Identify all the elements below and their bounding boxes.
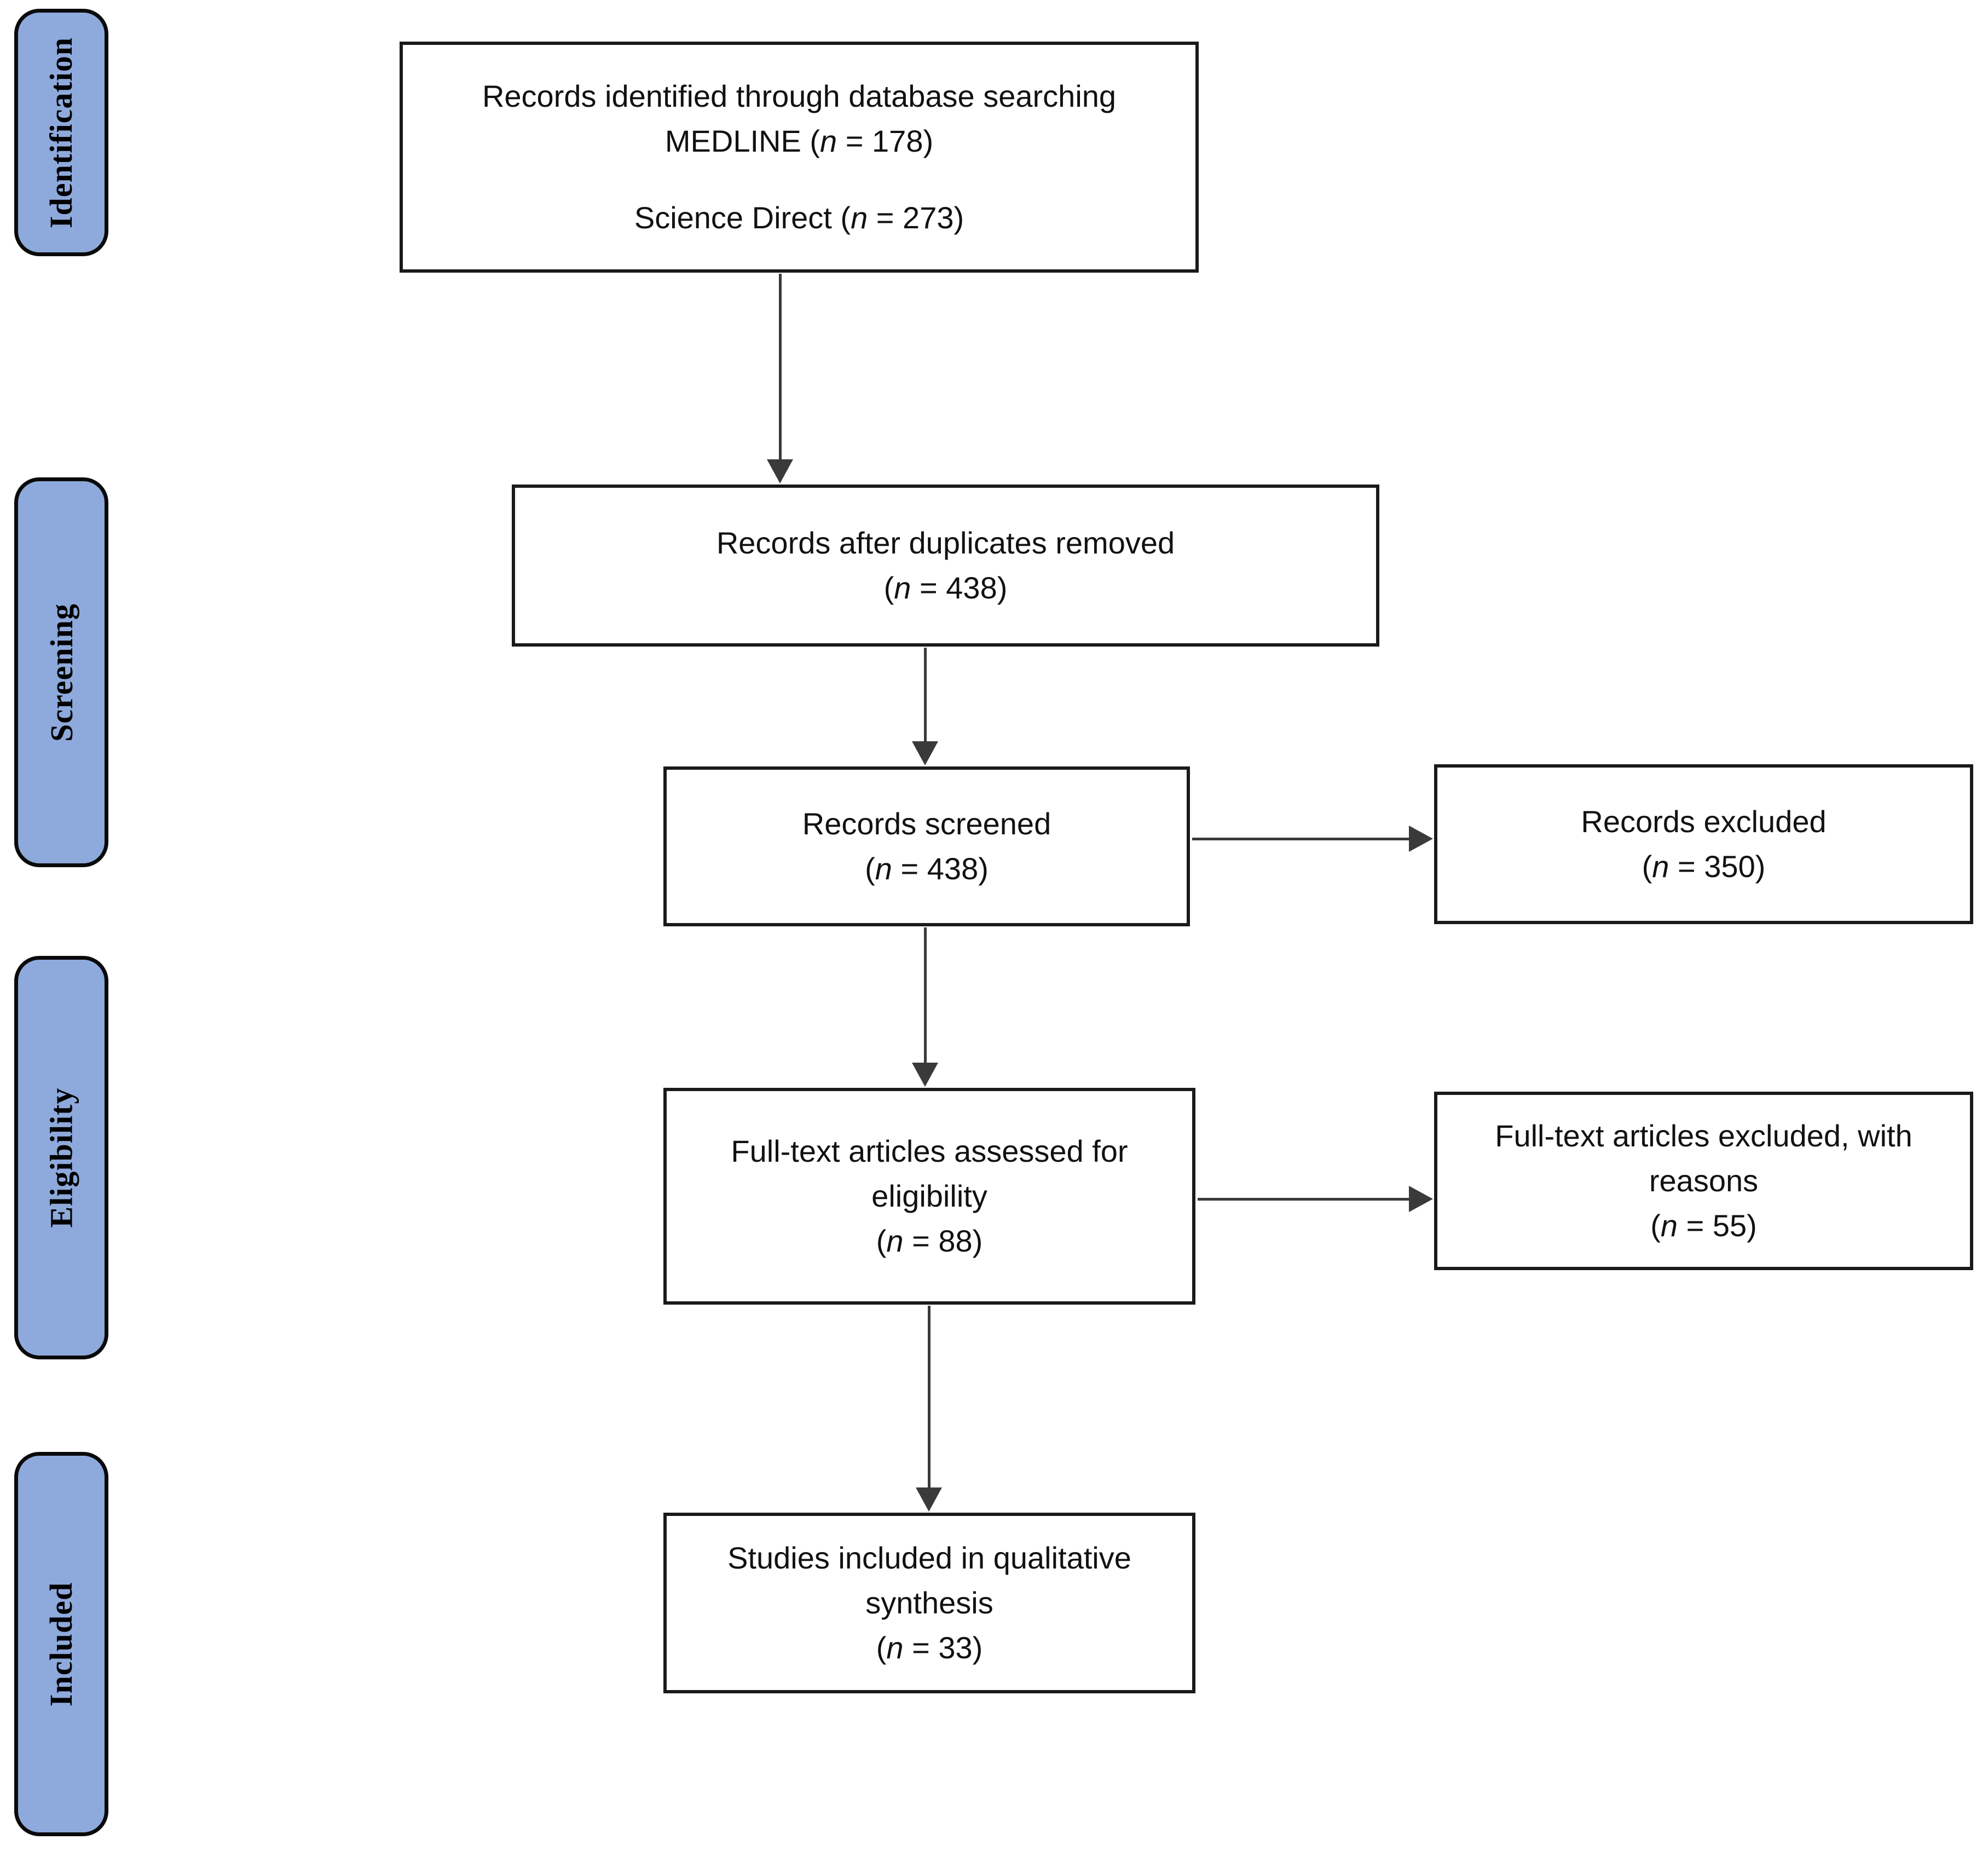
box-records-identified: Records identified through database sear… [400, 42, 1199, 273]
records-identified-title: Records identified through database sear… [482, 74, 1116, 119]
assessed-count-pre: ( [876, 1224, 887, 1258]
arrow-shaft [778, 274, 782, 459]
studies-included-count-line: (n = 33) [876, 1625, 983, 1670]
studies-included-title-text: Studies included in qualitative [727, 1541, 1131, 1575]
records-excluded-count-pre: ( [1642, 849, 1652, 884]
arrow-right-icon [1409, 826, 1433, 852]
arrow-identified-to-duplicates [767, 274, 793, 483]
records-excluded-title-text: Records excluded [1581, 804, 1827, 839]
stage-pill-screening: Screening [14, 477, 108, 867]
arrow-shaft [927, 1306, 931, 1487]
arrow-assessed-to-fulltext-excluded [1198, 1186, 1433, 1212]
stage-pill-included: Included [14, 1452, 108, 1836]
arrow-assessed-to-included [916, 1306, 942, 1512]
arrow-down-icon [767, 459, 793, 483]
records-screened-title: Records screened [802, 801, 1051, 846]
stage-pill-eligibility: Eligibility [14, 956, 108, 1359]
duplicates-removed-title-text: Records after duplicates removed [716, 526, 1175, 560]
stage-pill-identification: Identification [14, 9, 108, 256]
fulltext-excluded-title-text: Full-text articles excluded, with [1495, 1118, 1912, 1153]
stage-label-screening: Screening [43, 603, 79, 742]
fulltext-excluded-count-post: = 55) [1678, 1208, 1757, 1243]
arrow-down-icon [912, 741, 938, 765]
fulltext-assessed-title2: eligibility [871, 1174, 987, 1219]
medline-count-post: = 178) [837, 124, 934, 158]
duplicates-count-n: n [894, 570, 911, 605]
records-excluded-count-n: n [1652, 849, 1669, 884]
arrow-shaft [923, 648, 927, 741]
duplicates-count-pre: ( [883, 570, 894, 605]
records-screened-title-text: Records screened [802, 806, 1051, 841]
arrow-screened-to-records-excluded [1192, 826, 1433, 852]
included-count-n: n [886, 1630, 904, 1665]
assessed-count-n: n [886, 1224, 904, 1258]
sciencedirect-count-n: n [851, 200, 868, 235]
box-records-excluded: Records excluded (n = 350) [1434, 764, 1973, 924]
fulltext-excluded-count-line: (n = 55) [1650, 1203, 1757, 1248]
duplicates-removed-title: Records after duplicates removed [716, 521, 1175, 566]
records-screened-count-line: (n = 438) [865, 846, 989, 891]
records-excluded-count-post: = 350) [1669, 849, 1766, 884]
box-fulltext-excluded: Full-text articles excluded, with reason… [1434, 1092, 1973, 1270]
arrow-down-icon [916, 1487, 942, 1512]
medline-count-n: n [820, 124, 837, 158]
arrow-down-icon [912, 1063, 938, 1087]
screened-count-n: n [875, 851, 892, 886]
records-identified-title-text: Records identified through database sear… [482, 79, 1117, 113]
sciencedirect-count-line: Science Direct (n = 273) [634, 195, 964, 240]
arrow-shaft [1198, 1197, 1409, 1201]
included-count-pre: ( [876, 1630, 887, 1665]
studies-included-title2: synthesis [865, 1581, 993, 1625]
fulltext-assessed-title2-text: eligibility [871, 1179, 987, 1213]
screened-count-post: = 438) [892, 851, 989, 886]
fulltext-excluded-title2: reasons [1649, 1158, 1758, 1203]
arrow-shaft [1192, 837, 1409, 840]
arrow-right-icon [1409, 1186, 1433, 1212]
medline-count-line: MEDLINE (n = 178) [665, 119, 933, 164]
records-excluded-title: Records excluded [1581, 799, 1826, 844]
fulltext-assessed-title: Full-text articles assessed for [731, 1129, 1128, 1174]
sciencedirect-count-pre: Science Direct ( [634, 200, 851, 235]
studies-included-title2-text: synthesis [865, 1585, 993, 1620]
duplicates-count-post: = 438) [911, 570, 1008, 605]
arrow-shaft [923, 927, 927, 1063]
included-count-post: = 33) [903, 1630, 983, 1665]
fulltext-excluded-title: Full-text articles excluded, with [1495, 1114, 1912, 1158]
duplicates-removed-count-line: (n = 438) [884, 566, 1008, 610]
arrow-screened-to-assessed [912, 927, 938, 1087]
arrow-duplicates-to-screened [912, 648, 938, 765]
studies-included-title: Studies included in qualitative [727, 1536, 1131, 1581]
fulltext-excluded-count-n: n [1660, 1208, 1678, 1243]
fulltext-excluded-count-pre: ( [1650, 1208, 1661, 1243]
stage-label-included: Included [43, 1582, 79, 1706]
sciencedirect-count-post: = 273) [868, 200, 964, 235]
records-excluded-count-line: (n = 350) [1642, 844, 1766, 889]
fulltext-assessed-title-text: Full-text articles assessed for [731, 1134, 1128, 1168]
medline-count-pre: MEDLINE ( [664, 124, 820, 158]
stage-label-eligibility: Eligibility [43, 1087, 79, 1228]
screened-count-pre: ( [865, 851, 875, 886]
box-studies-included: Studies included in qualitative synthesi… [663, 1513, 1195, 1693]
box-records-screened: Records screened (n = 438) [663, 766, 1190, 926]
assessed-count-post: = 88) [903, 1224, 983, 1258]
box-duplicates-removed: Records after duplicates removed (n = 43… [512, 485, 1379, 647]
box-fulltext-assessed: Full-text articles assessed for eligibil… [663, 1088, 1195, 1305]
fulltext-assessed-count-line: (n = 88) [876, 1219, 983, 1264]
fulltext-excluded-title2-text: reasons [1649, 1163, 1759, 1198]
stage-label-identification: Identification [43, 37, 79, 228]
